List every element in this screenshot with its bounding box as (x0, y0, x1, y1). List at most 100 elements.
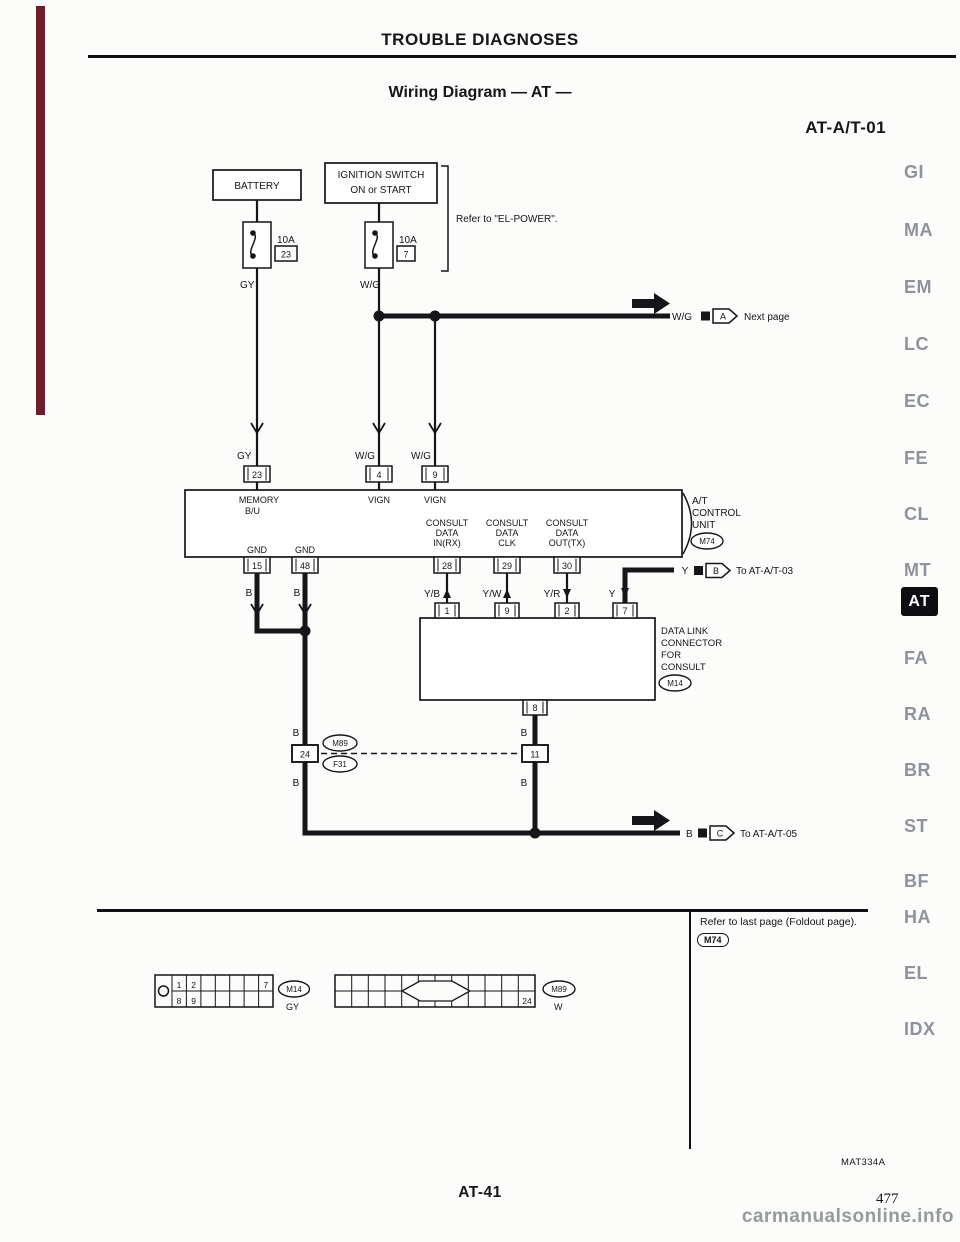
down-arrow-icon (250, 422, 264, 435)
connector-keying-circle (157, 985, 170, 997)
dlc-pin-2: 2 (554, 602, 580, 619)
refer-foldout-note: Refer to last page (Foldout page). (700, 916, 858, 928)
side-index-item-ma: MA (904, 220, 933, 240)
diagram-code: AT-A/T-01 (805, 118, 886, 137)
connector-ref-m14-footer: M14 (277, 980, 311, 998)
memory-line1: MEMORY (239, 495, 279, 505)
connector-cell: 1 (177, 980, 182, 990)
connector-ref-label: F31 (333, 760, 347, 769)
junction-dot (373, 310, 385, 322)
data-link-connector: 1 9 2 7 8 DATA LINK C (419, 602, 722, 716)
wire-end-square (701, 311, 710, 321)
page-connector-c-icon (709, 825, 736, 841)
right-arrow-icon (632, 810, 670, 831)
pin-number: 4 (376, 470, 381, 480)
consult-rx-line3: IN(RX) (433, 538, 461, 548)
connector-view-m89: 24 M89 W (334, 974, 576, 1012)
page-connector-letter: C (717, 829, 724, 839)
side-index-item-el: EL (904, 963, 929, 983)
unit-name-line1: A/T (692, 496, 708, 507)
control-unit-box (184, 489, 683, 558)
connector-ref-label: M89 (332, 739, 348, 748)
figure-code: MAT334A (841, 1157, 886, 1168)
right-arrow-icon (632, 293, 670, 314)
inline-pin-24: 24 (291, 744, 319, 763)
down-arrow-icon (298, 603, 312, 616)
fuse-pin-number: 23 (281, 250, 291, 260)
page-connector-letter: A (720, 312, 726, 322)
up-triangle-icon (503, 589, 511, 598)
page-number: 477 (876, 1191, 899, 1207)
consult-tx-line3: OUT(TX) (549, 538, 586, 548)
pin-box-4: 4 (365, 465, 393, 483)
next-page-text: Next page (744, 312, 790, 323)
wire-color-label: GY (237, 451, 252, 462)
down-arrow-icon (428, 422, 442, 435)
wire-color-label: W/G (355, 451, 375, 462)
junction-dot (529, 827, 541, 839)
up-triangle-icon (443, 589, 451, 598)
inline-connectors: B B 24 M89 F31 11 B B (291, 728, 549, 789)
pin-number: 9 (432, 470, 437, 480)
wire-color-label: W/G (360, 280, 380, 291)
gnd-label: GND (295, 545, 316, 555)
inline-pin-11: 11 (521, 744, 549, 763)
side-index-item-at-active: AT (901, 587, 938, 616)
wire-color-label: Y/W (483, 589, 502, 600)
wire-color-label: B (294, 588, 301, 599)
page-header-title: TROUBLE DIAGNOSES (381, 30, 579, 49)
side-index-item-em: EM (904, 277, 932, 297)
consult-clk-line2: DATA (496, 528, 519, 538)
unit-brace (682, 492, 693, 555)
ignition-branch: IGNITION SWITCH ON or START Refer to "EL… (324, 162, 558, 291)
wire-color-label: B (293, 728, 300, 739)
unit-name-line2: CONTROL (692, 508, 741, 519)
pin-number: 7 (622, 606, 627, 616)
connector-ref-m89: M89 (322, 734, 358, 752)
footer-rule (97, 909, 868, 912)
pin-box-29: 29 (493, 556, 521, 574)
junction-dot (429, 310, 441, 322)
consult-rx-line1: CONSULT (426, 518, 469, 528)
pin-number: 29 (502, 561, 512, 571)
side-index-item-cl: CL (904, 504, 929, 524)
memory-line2: B/U (245, 506, 260, 516)
side-index-item-gi: GI (904, 162, 925, 182)
battery-box (212, 169, 302, 201)
fuse-pin-number: 7 (403, 250, 408, 260)
dlc-label-line4: CONSULT (661, 662, 706, 673)
connector-ref-label: M14 (667, 679, 683, 688)
pin-number: 48 (300, 561, 310, 571)
fuse-icon (242, 221, 272, 269)
ignition-label-line1: IGNITION SWITCH (338, 170, 425, 181)
pin-number: 8 (532, 703, 537, 713)
side-index-item-ec: EC (904, 391, 931, 411)
wire-color-label: Y (609, 589, 616, 600)
side-index-item-ha: HA (904, 907, 931, 927)
at03-branch: Y B To AT-A/T-03 (682, 562, 793, 579)
wire-color-label: GY (240, 280, 255, 291)
connector-wire-color: GY (286, 1002, 299, 1012)
dlc-pin-7: 7 (612, 602, 638, 619)
junction-dot (299, 625, 311, 637)
side-index-item-bf: BF (904, 871, 929, 891)
watermark-text: carmanualsonline.info (741, 1206, 954, 1227)
footer-divider (689, 909, 691, 1149)
pin-box-23: 23 (243, 465, 271, 483)
spine-color-strip (36, 6, 45, 415)
wire-color-label: B (521, 778, 528, 789)
lower-wire-labels: B B Y/B Y/W Y/R Y (246, 588, 616, 600)
connector-ref-label: M89 (551, 985, 567, 994)
pin-box-15: 15 (243, 556, 271, 574)
wire-color-label: B (521, 728, 528, 739)
connector-cell: 7 (263, 980, 268, 990)
next-page-run: W/G A Next page (672, 308, 790, 324)
goto-at03-text: To AT-A/T-03 (736, 566, 793, 577)
connector-ref-m74: M74 (690, 532, 724, 550)
battery-branch: BATTERY 10A 23 GY (212, 169, 302, 291)
wire-color-label: W/G (672, 312, 692, 323)
unit-name-line3: UNIT (692, 520, 715, 531)
pin-box-48: 48 (291, 556, 319, 574)
vign-label: VIGN (368, 495, 390, 505)
